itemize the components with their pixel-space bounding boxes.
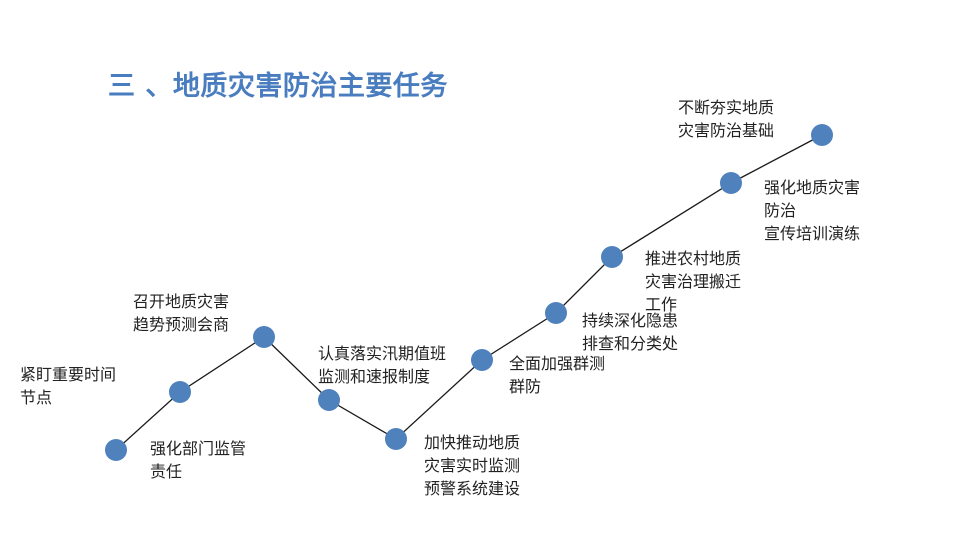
task-node-7[interactable] [545, 302, 567, 324]
task-label-3: 召开地质灾害 趋势预测会商 [133, 292, 230, 334]
task-node-6[interactable] [471, 349, 493, 371]
task-label-9: 强化地质灾害 防治 宣传培训演练 [764, 178, 861, 243]
task-label-6: 全面加强群测 群防 [509, 354, 606, 396]
task-node-4[interactable] [318, 389, 340, 411]
task-label-1: 紧盯重要时间 节点 [20, 365, 117, 407]
task-node-5[interactable] [385, 428, 407, 450]
task-node-8[interactable] [601, 246, 623, 268]
task-label-8: 推进农村地质 灾害治理搬迁 工作 [645, 249, 742, 314]
task-label-5: 加快推动地质 灾害实时监测 预警系统建设 [424, 433, 521, 498]
task-node-2[interactable] [169, 381, 191, 403]
task-node-10[interactable] [811, 124, 833, 146]
task-label-7: 持续深化隐患 排查和分类处 [582, 311, 679, 353]
task-node-3[interactable] [253, 326, 275, 348]
task-label-4: 认真落实汛期值班 监测和速报制度 [318, 344, 447, 386]
page-title: 三 、地质灾害防治主要任务 [108, 71, 448, 102]
task-node-9[interactable] [720, 172, 742, 194]
task-label-2: 强化部门监管 责任 [150, 439, 247, 481]
task-path [115, 134, 823, 451]
task-label-10: 不断夯实地质 灾害防治基础 [678, 98, 775, 140]
task-node-1[interactable] [105, 439, 127, 461]
